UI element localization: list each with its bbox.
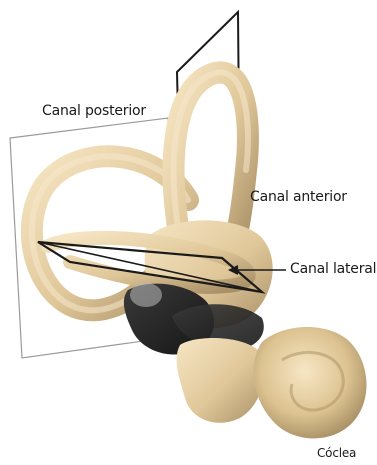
label-canal-posterior: Canal posterior [42, 104, 146, 118]
label-canal-lateral: Canal lateral [290, 262, 376, 276]
ampulla-stem [177, 338, 264, 423]
cochlea [254, 327, 367, 438]
label-canal-anterior: Canal anterior [250, 190, 347, 204]
label-coclea: Cóclea [317, 447, 356, 459]
